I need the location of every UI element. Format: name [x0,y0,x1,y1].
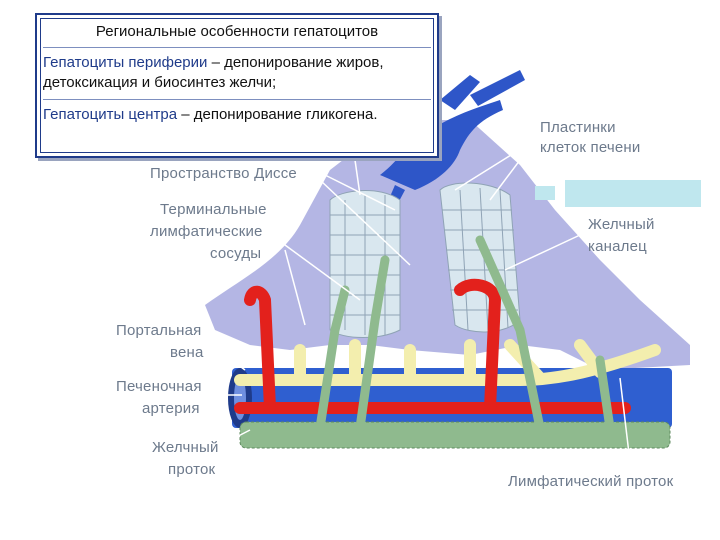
label-lymph-3: сосуды [210,245,261,262]
periphery-text: – депонирование жиров, детоксикация и би… [43,54,384,91]
label-plates-2: клеток печени [540,139,641,156]
label-artery-1: Печеночная [116,378,202,395]
hepatocyte-cell-lines [330,187,518,335]
accent-bar [565,180,701,207]
label-bile-canal-2: каналец [588,238,647,255]
periphery-term: Гепатоциты периферии [43,54,208,71]
lymphatic-duct [239,235,671,449]
callout-periphery: Гепатоциты периферии – депонирование жир… [43,53,431,93]
info-callout: Региональные особенности гепатоцитов Геп… [35,13,439,158]
label-plates-1: Пластинки [540,119,616,136]
callout-divider-top [43,47,431,48]
label-bile-canal-1: Желчный [588,216,655,233]
callout-title: Региональные особенности гепатоцитов [95,23,379,40]
label-bile-duct-1: Желчный [152,439,219,456]
leader-lines [211,139,631,463]
callout-center: Гепатоциты центра – депонирование гликог… [43,105,431,125]
label-lymph-2: лимфатические [150,223,263,240]
label-disse: Пространство Диссе [150,165,297,182]
label-portal-1: Портальная [116,322,202,339]
center-text: – депонирование гликогена. [177,106,378,123]
label-lymph-duct: Лимфатический проток [508,473,674,490]
accent-square [535,186,555,200]
hepatic-artery [234,278,631,414]
label-portal-2: вена [170,344,204,361]
callout-divider-mid [43,99,431,100]
label-artery-2: артерия [142,400,200,417]
label-bile-duct-2: проток [168,461,216,478]
label-lymph-1: Терминальные [160,201,267,218]
callout-inner-border [40,18,434,153]
center-term: Гепатоциты центра [43,106,178,123]
